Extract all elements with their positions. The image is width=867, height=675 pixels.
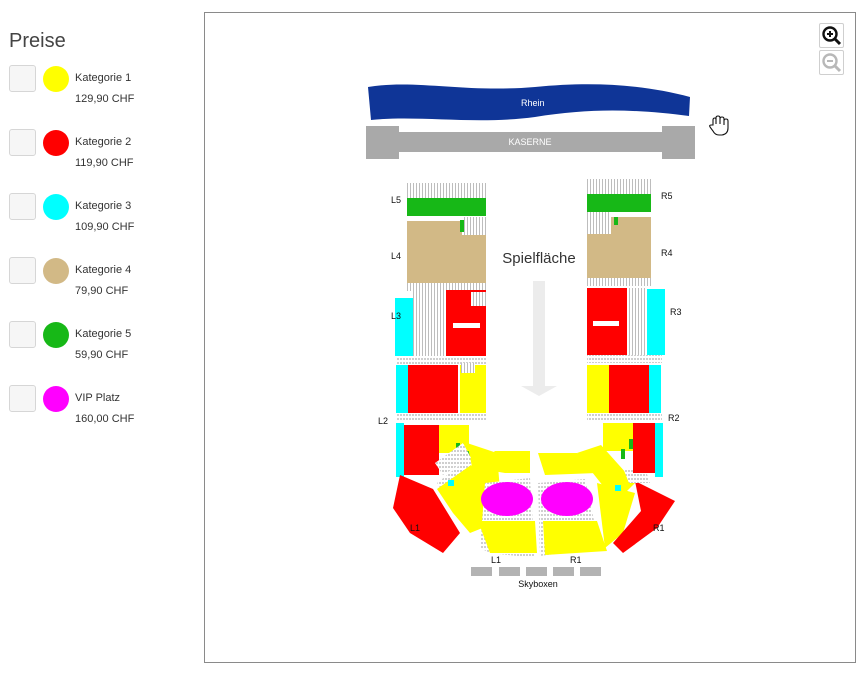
category-5-name: Kategorie 5: [75, 328, 132, 340]
section-r2-yellow: [587, 365, 609, 413]
category-5-checkbox[interactable]: [9, 321, 36, 348]
section-r2-red: [609, 365, 649, 413]
skybox-3: [526, 567, 547, 576]
price-category-2: Kategorie 2 119,90 CHF: [9, 129, 199, 179]
stage-label: Spielfläche: [502, 250, 575, 267]
skybox-4: [553, 567, 574, 576]
section-l5: [407, 198, 486, 216]
category-2-price: 119,90 CHF: [75, 157, 134, 169]
category-5-price: 59,90 CHF: [75, 349, 129, 361]
section-l1-label: L1: [410, 523, 420, 533]
section-r3-label: R3: [670, 307, 682, 317]
section-r1-inner-label: R1: [570, 555, 582, 565]
category-2-color-dot: [43, 130, 69, 156]
skybox-label: Skyboxen: [518, 579, 558, 589]
category-5-color-dot: [43, 322, 69, 348]
section-r3-cyan: [647, 289, 665, 355]
section-l2-red: [408, 365, 458, 413]
section-vip-left: [481, 482, 533, 516]
category-4-price: 79,90 CHF: [75, 285, 129, 297]
price-legend-title: Preise: [9, 30, 66, 52]
skybox-1: [471, 567, 492, 576]
vip-price: 160,00 CHF: [75, 413, 135, 425]
category-3-price: 109,90 CHF: [75, 221, 135, 233]
category-3-checkbox[interactable]: [9, 193, 36, 220]
section-l1-red: [393, 475, 460, 553]
zoom-out-button[interactable]: [819, 50, 844, 75]
zoom-in-icon: [822, 26, 842, 46]
section-l2-cyan: [396, 365, 408, 413]
skybox-2: [499, 567, 520, 576]
category-4-name: Kategorie 4: [75, 264, 132, 276]
section-r2-cyan: [649, 365, 661, 413]
kaserne-bar: [398, 132, 663, 152]
category-1-color-dot: [43, 66, 69, 92]
section-r5-label: R5: [661, 191, 673, 201]
venue-plan: Rhein KASERNE Spielfläche L5 L4 L3: [366, 84, 729, 589]
section-l5-label: L5: [391, 195, 401, 205]
category-1-price: 129,90 CHF: [75, 93, 135, 105]
section-l2-label: L2: [378, 416, 388, 426]
zoom-out-icon: [822, 53, 842, 73]
kaserne-right-block: [662, 126, 695, 159]
hand-cursor-icon: [709, 115, 729, 136]
price-category-1: Kategorie 1 129,90 CHF: [9, 65, 199, 115]
category-1-checkbox[interactable]: [9, 65, 36, 92]
section-l4-label: L4: [391, 251, 401, 261]
section-cat1-right: [543, 521, 607, 555]
section-l3-cyan: [395, 298, 413, 356]
seating-map[interactable]: Rhein KASERNE Spielfläche L5 L4 L3: [204, 12, 856, 663]
section-r4-label: R4: [661, 248, 673, 258]
category-2-name: Kategorie 2: [75, 136, 132, 148]
kaserne-left-block: [366, 126, 399, 159]
category-2-checkbox[interactable]: [9, 129, 36, 156]
price-category-3: Kategorie 3 109,90 CHF: [9, 193, 199, 243]
section-cat1-left: [478, 521, 537, 553]
stage-arrow: [521, 281, 557, 396]
section-vip-right: [541, 482, 593, 516]
category-4-checkbox[interactable]: [9, 257, 36, 284]
zoom-in-button[interactable]: [819, 23, 844, 48]
vip-checkbox[interactable]: [9, 385, 36, 412]
river-rhein: [368, 84, 690, 121]
river-label: Rhein: [521, 98, 545, 108]
category-4-color-dot: [43, 258, 69, 284]
price-category-5: Kategorie 5 59,90 CHF: [9, 321, 199, 371]
category-3-name: Kategorie 3: [75, 200, 132, 212]
section-r1-label: R1: [653, 523, 665, 533]
category-1-name: Kategorie 1: [75, 72, 132, 84]
section-l1-inner-label: L1: [491, 555, 501, 565]
price-vip: VIP Platz 160,00 CHF: [9, 385, 199, 435]
price-category-4: Kategorie 4 79,90 CHF: [9, 257, 199, 307]
section-r5: [587, 194, 651, 212]
section-l3-label: L3: [391, 311, 401, 321]
skybox-5: [580, 567, 601, 576]
category-3-color-dot: [43, 194, 69, 220]
section-r1-red: [613, 481, 675, 553]
vip-name: VIP Platz: [75, 392, 121, 404]
section-r2-label: R2: [668, 413, 680, 423]
vip-color-dot: [43, 386, 69, 412]
kaserne-label: KASERNE: [508, 137, 551, 147]
